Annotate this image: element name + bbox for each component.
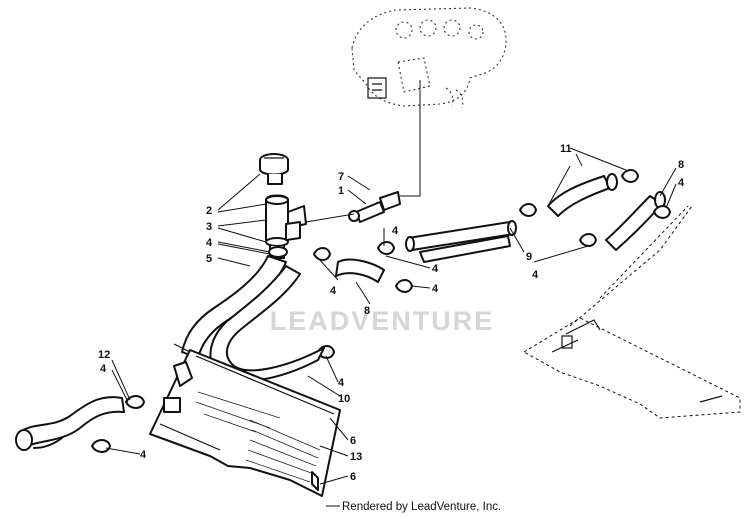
callout-numbers: 2 3 4 5 7 1 4 4 4 8 4 11 8 4 9 4 12 4 4 … [98, 143, 685, 483]
callout-7: 7 [338, 171, 344, 183]
radiator-tank [149, 343, 341, 497]
render-credit: Rendered by LeadVenture, Inc. [342, 501, 501, 513]
heat-exchanger-right [523, 205, 741, 419]
callout-4: 4 [532, 269, 539, 281]
callout-10: 10 [338, 393, 350, 405]
callout-4: 4 [338, 377, 345, 389]
callout-8: 8 [678, 159, 684, 171]
callout-8: 8 [364, 305, 370, 317]
callout-4: 4 [140, 449, 147, 461]
right-hose-8 [605, 191, 666, 251]
callout-2: 2 [206, 205, 212, 217]
radiator-cap [259, 153, 289, 185]
callout-4: 4 [100, 363, 107, 375]
callout-6: 6 [350, 471, 356, 483]
upper-hose-11 [547, 173, 618, 217]
callout-11: 11 [560, 143, 572, 155]
bleeder-hose [305, 191, 401, 223]
short-hose-8 [335, 258, 385, 283]
callout-1: 1 [338, 185, 344, 197]
transfer-pipe [405, 220, 517, 263]
callout-4: 4 [432, 263, 439, 275]
hose-clamps [91, 169, 671, 453]
callout-3: 3 [206, 221, 212, 233]
hose-12 [15, 396, 125, 451]
callout-4: 4 [432, 283, 439, 295]
engine-outline [351, 7, 507, 109]
watermark: LEADVENTURE [270, 306, 495, 336]
callout-12: 12 [98, 349, 110, 361]
callout-9: 9 [526, 251, 532, 263]
engine-feed-line [400, 80, 421, 197]
callout-6: 6 [350, 435, 356, 447]
callout-4: 4 [206, 237, 213, 249]
callout-13: 13 [350, 451, 362, 463]
callout-4: 4 [392, 225, 399, 237]
callout-4: 4 [678, 177, 685, 189]
callout-5: 5 [206, 253, 212, 265]
callout-4: 4 [330, 285, 337, 297]
leader-lines [105, 147, 677, 507]
